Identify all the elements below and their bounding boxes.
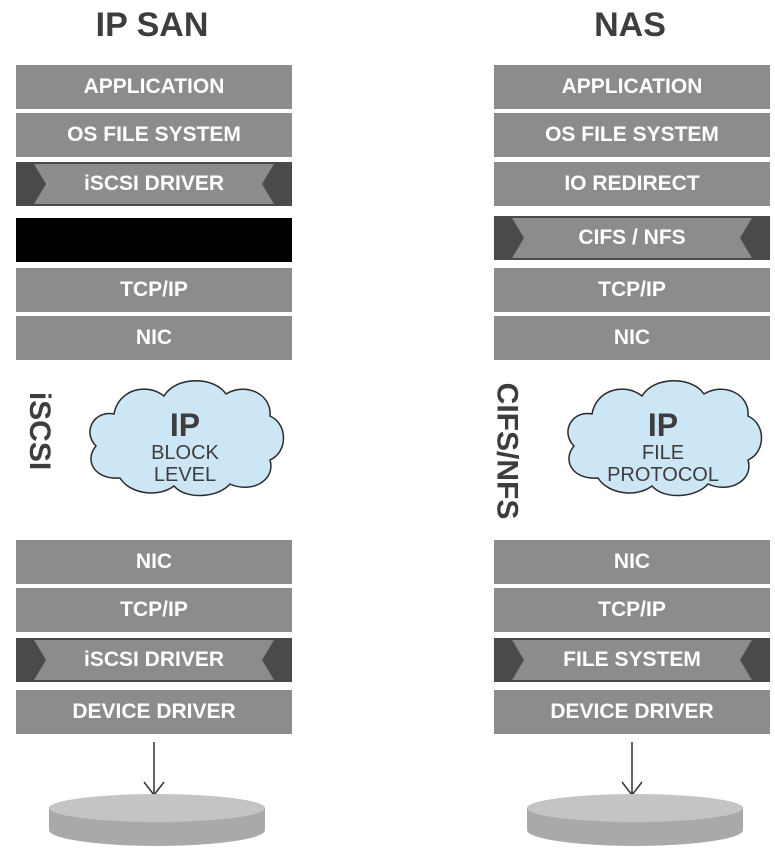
san-cloud-title: IP bbox=[169, 407, 201, 443]
layer-label: DEVICE DRIVER bbox=[72, 700, 236, 723]
cloud-icon bbox=[89, 380, 285, 497]
layer-label: TCP/IP bbox=[120, 278, 188, 301]
san-layer-os-file-system: OS FILE SYSTEM bbox=[16, 113, 292, 157]
san-ip-cloud: IP BLOCK LEVEL bbox=[80, 370, 290, 500]
san-layer-tcpip: TCP/IP bbox=[16, 268, 292, 312]
nas-layer-target-nic: NIC bbox=[494, 540, 770, 584]
layer-label: NIC bbox=[135, 326, 173, 349]
nas-layer-target-tcpip: TCP/IP bbox=[494, 588, 770, 632]
nas-layer-nic: NIC bbox=[494, 316, 770, 360]
san-cloud-line2: LEVEL bbox=[153, 464, 217, 486]
san-layer-redacted bbox=[16, 218, 292, 262]
san-cloud-line1: BLOCK bbox=[151, 442, 219, 464]
ip-san-title: IP SAN bbox=[95, 6, 209, 44]
nas-layer-cifs-nfs: CIFS / NFS bbox=[494, 216, 770, 260]
layer-label: TCP/IP bbox=[598, 598, 666, 621]
nas-layer-os-file-system: OS FILE SYSTEM bbox=[494, 113, 770, 157]
nas-cloud-line1: FILE bbox=[641, 442, 685, 464]
san-layer-target-tcpip: TCP/IP bbox=[16, 588, 292, 632]
layer-label: NIC bbox=[135, 550, 173, 573]
ip-san-stack: IP SAN APPLICATION OS FILE SYSTEM iSCSI … bbox=[12, 0, 292, 850]
nas-cloud-line2: PROTOCOL bbox=[607, 464, 719, 486]
down-arrow-icon bbox=[621, 742, 643, 797]
layer-label: NIC bbox=[613, 326, 651, 349]
nas-cloud-title: IP bbox=[647, 407, 679, 443]
connector-shape bbox=[512, 218, 752, 258]
disk-icon bbox=[527, 794, 743, 846]
layer-label: FILE SYSTEM bbox=[563, 648, 701, 671]
layer-label: iSCSI DRIVER bbox=[83, 172, 225, 195]
san-layer-device-driver: DEVICE DRIVER bbox=[16, 690, 292, 734]
layer-label: APPLICATION bbox=[561, 75, 703, 98]
layer-label: iSCSI DRIVER bbox=[83, 648, 225, 671]
connector-shape bbox=[34, 164, 274, 204]
nas-layer-device-driver: DEVICE DRIVER bbox=[494, 690, 770, 734]
layer-label: CIFS / NFS bbox=[578, 226, 686, 249]
layer-label: TCP/IP bbox=[120, 598, 188, 621]
down-arrow-icon bbox=[143, 742, 165, 797]
layer-label: DEVICE DRIVER bbox=[550, 700, 714, 723]
layer-label: APPLICATION bbox=[83, 75, 225, 98]
cloud-icon bbox=[567, 380, 763, 497]
san-protocol-label: iSCSI bbox=[23, 391, 57, 471]
nas-stack: NAS APPLICATION OS FILE SYSTEM IO REDIRE… bbox=[490, 0, 770, 850]
san-layer-target-iscsi-driver: iSCSI DRIVER bbox=[16, 638, 292, 682]
layer-label: TCP/IP bbox=[598, 278, 666, 301]
disk-icon bbox=[49, 794, 265, 846]
layer-label: NIC bbox=[613, 550, 651, 573]
san-layer-iscsi-driver: iSCSI DRIVER bbox=[16, 162, 292, 206]
connector-shape bbox=[34, 640, 274, 680]
nas-ip-cloud: IP FILE PROTOCOL bbox=[558, 370, 768, 500]
layer-label: OS FILE SYSTEM bbox=[545, 123, 719, 146]
san-layer-nic: NIC bbox=[16, 316, 292, 360]
san-layer-application: APPLICATION bbox=[16, 65, 292, 109]
san-layer-target-nic: NIC bbox=[16, 540, 292, 584]
nas-protocol-label: CIFS/NFS bbox=[490, 382, 524, 520]
layer-label: OS FILE SYSTEM bbox=[67, 123, 241, 146]
nas-layer-io-redirect: IO REDIRECT bbox=[494, 162, 770, 206]
nas-title: NAS bbox=[594, 6, 666, 44]
connector-shape bbox=[512, 640, 752, 680]
layer-label: IO REDIRECT bbox=[564, 172, 700, 195]
nas-layer-file-system: FILE SYSTEM bbox=[494, 638, 770, 682]
nas-layer-tcpip: TCP/IP bbox=[494, 268, 770, 312]
nas-layer-application: APPLICATION bbox=[494, 65, 770, 109]
